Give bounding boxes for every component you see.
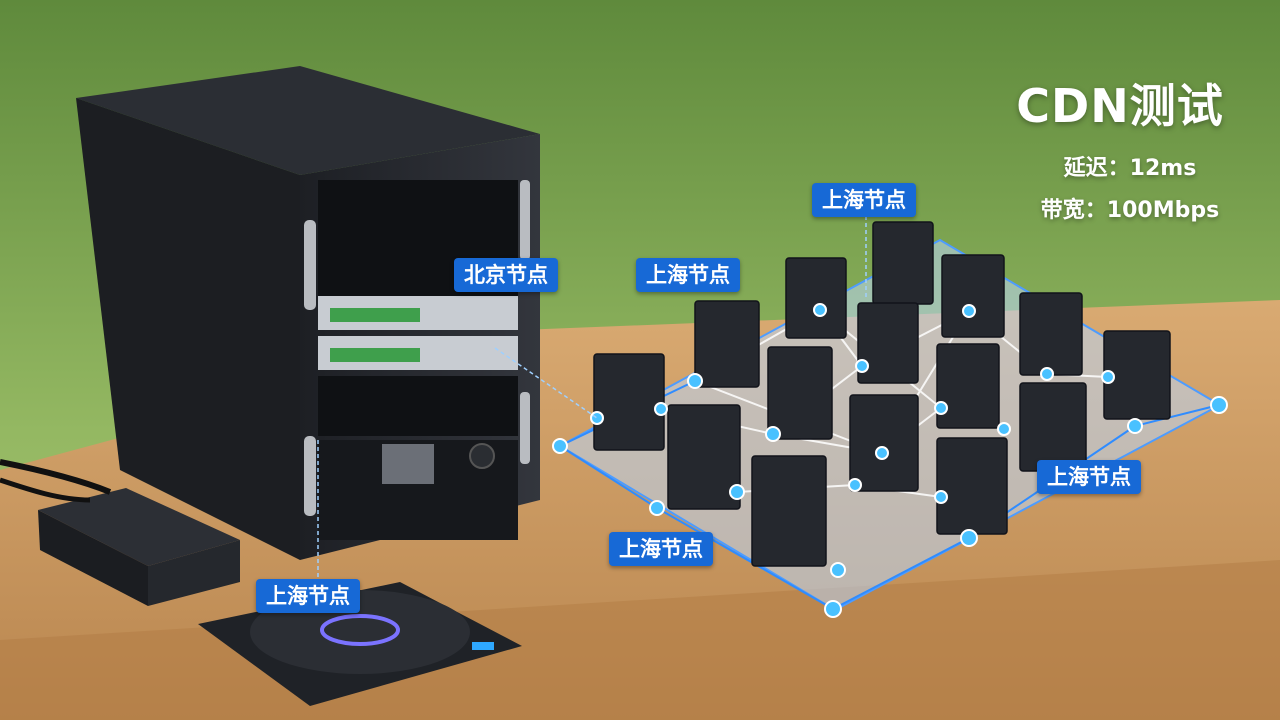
node-label-shanghai-3: 上海节点 <box>1037 460 1141 494</box>
node-label-shanghai-2: 上海节点 <box>812 183 916 217</box>
server-cabinet <box>76 66 540 560</box>
power-adapter <box>0 459 240 606</box>
node-label-shanghai-4: 上海节点 <box>609 532 713 566</box>
latency-readout: 延迟：12ms <box>1063 156 1197 181</box>
node-label-shanghai-5: 上海节点 <box>256 579 360 613</box>
bandwidth-readout: 带宽：100Mbps <box>1040 198 1220 223</box>
network-nodes <box>552 303 1228 618</box>
cdn-test-title: CDN测试 <box>1016 79 1224 133</box>
server-towers <box>593 221 1171 567</box>
label-leader-lines <box>317 216 867 582</box>
node-label-beijing: 北京节点 <box>454 258 558 292</box>
node-label-shanghai-1: 上海节点 <box>636 258 740 292</box>
